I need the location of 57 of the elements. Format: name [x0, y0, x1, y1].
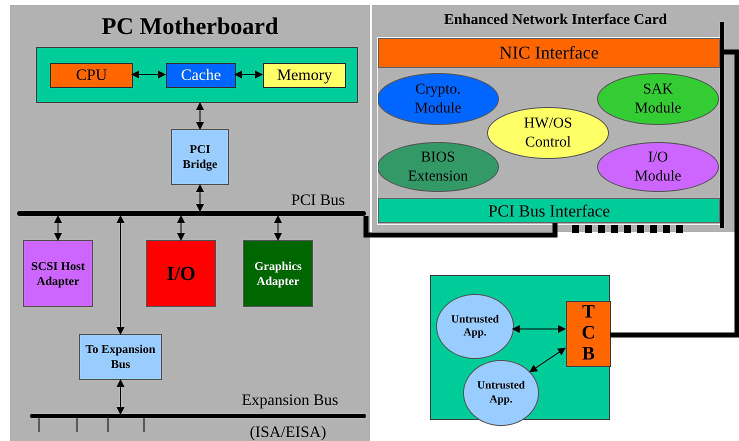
bus-label: (ISA/EISA) — [248, 423, 328, 441]
pci-interface-bar — [378, 198, 720, 223]
node-label: Untrusted App. — [476, 379, 526, 407]
bus-label: PCI Bus — [290, 191, 346, 211]
io-box — [146, 240, 216, 307]
node-label: PCI Bridge — [182, 142, 218, 172]
arrow — [512, 325, 566, 333]
node-label: I/O Module — [634, 148, 682, 186]
cache-box — [166, 63, 236, 88]
expansion-bus-bar — [30, 414, 366, 418]
graphics-adapter-box — [243, 240, 313, 307]
arrow — [196, 102, 204, 130]
pci-bus-bar — [17, 211, 366, 216]
panel-title: PC Motherboard — [100, 13, 280, 42]
panel-title: Enhanced Network Interface Card — [443, 11, 668, 30]
memory-box — [263, 63, 346, 88]
network-card-panel — [372, 5, 739, 232]
processor-group-box — [36, 47, 358, 103]
bridge-box — [171, 129, 229, 185]
node-label: SAK Module — [634, 80, 682, 118]
node-label: Graphics Adapter — [253, 258, 303, 288]
node-label: Untrusted App. — [450, 312, 500, 340]
motherboard-panel — [10, 5, 370, 441]
arrow — [274, 215, 282, 241]
io-module-ellipse — [597, 142, 719, 192]
node-label: To Expansion Bus — [84, 342, 156, 372]
bus-label: Expansion Bus — [240, 391, 340, 411]
arrow — [131, 70, 166, 78]
scsi-adapter-box — [23, 240, 93, 307]
arrow — [116, 379, 124, 415]
bus-link-line — [364, 216, 558, 238]
node-label: PCI Bus Interface — [487, 200, 611, 222]
node-label: NIC Interface — [498, 42, 600, 64]
arrow — [54, 215, 62, 241]
crypto-module-ellipse — [377, 73, 499, 125]
node-label: CPU — [74, 66, 108, 86]
bus-link-line — [610, 50, 739, 338]
arrow — [529, 348, 566, 372]
arrow — [116, 215, 124, 335]
arrow — [196, 184, 204, 212]
bios-extension-ellipse — [377, 142, 499, 192]
expansion-bridge-box — [79, 334, 162, 380]
node-label: Cache — [180, 66, 222, 86]
node-label: Crypto. Module — [414, 80, 462, 118]
node-label: Memory — [276, 66, 334, 86]
cpu-box — [50, 63, 133, 88]
node-label: TCB — [580, 302, 596, 366]
sak-module-ellipse — [597, 73, 719, 125]
node-label: HW/OS Control — [522, 114, 574, 152]
node-label: BIOS Extension — [407, 148, 469, 186]
tcb-box — [566, 301, 611, 367]
node-label: SCSI Host Adapter — [30, 258, 86, 288]
control-ellipse — [487, 107, 609, 159]
nic-interface-bar — [378, 38, 720, 68]
arrow — [234, 70, 263, 78]
node-label: I/O — [166, 262, 196, 286]
arrow — [177, 215, 185, 241]
